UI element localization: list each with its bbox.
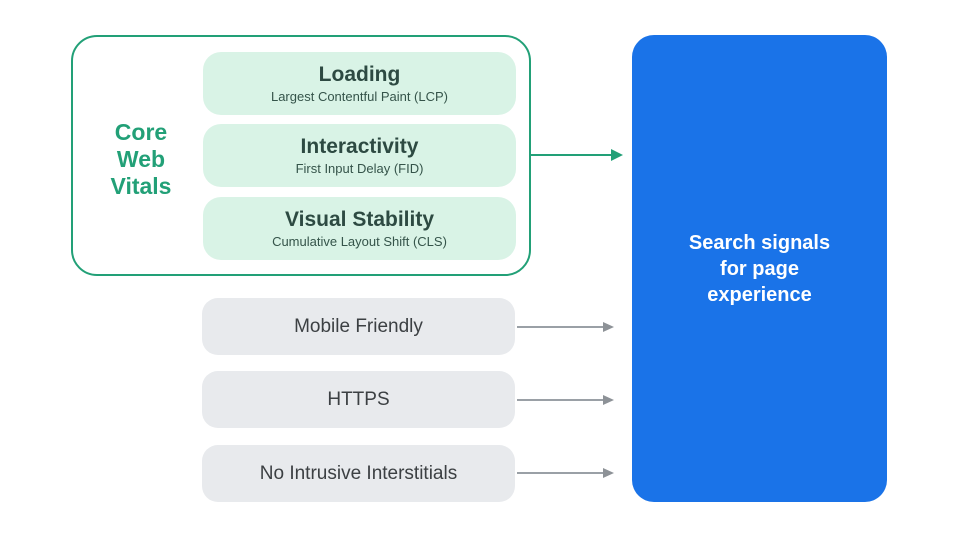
right-arrow-icon-https-to-result bbox=[517, 395, 614, 405]
right-arrow-icon-interstitials-to-result bbox=[517, 468, 614, 478]
search-signals-result-label: Search signals for page experience bbox=[688, 231, 831, 306]
metric-title-visual-stability: Visual Stability bbox=[285, 208, 434, 231]
metric-title-interactivity: Interactivity bbox=[300, 135, 419, 158]
metric-subtitle-fid: First Input Delay (FID) bbox=[295, 161, 424, 176]
metric-card-loading: Loading Largest Contentful Paint (LCP) bbox=[203, 52, 516, 115]
signal-card-https: HTTPS bbox=[202, 371, 515, 428]
right-arrow-icon-core-web-vitals-to-result bbox=[531, 149, 623, 161]
metric-title-loading: Loading bbox=[318, 63, 401, 86]
signal-card-no-intrusive-interstitials: No Intrusive Interstitials bbox=[202, 445, 515, 502]
metric-subtitle-lcp: Largest Contentful Paint (LCP) bbox=[270, 89, 449, 104]
search-signals-result-box: Search signals for page experience bbox=[632, 35, 887, 502]
signal-card-mobile-friendly: Mobile Friendly bbox=[202, 298, 515, 355]
right-arrow-icon-mobile-friendly-to-result bbox=[517, 322, 614, 332]
core-web-vitals-label: Core Web Vitals bbox=[110, 119, 172, 199]
metric-card-visual-stability: Visual Stability Cumulative Layout Shift… bbox=[203, 197, 516, 260]
metric-card-interactivity: Interactivity First Input Delay (FID) bbox=[203, 124, 516, 187]
metric-subtitle-cls: Cumulative Layout Shift (CLS) bbox=[272, 234, 447, 249]
